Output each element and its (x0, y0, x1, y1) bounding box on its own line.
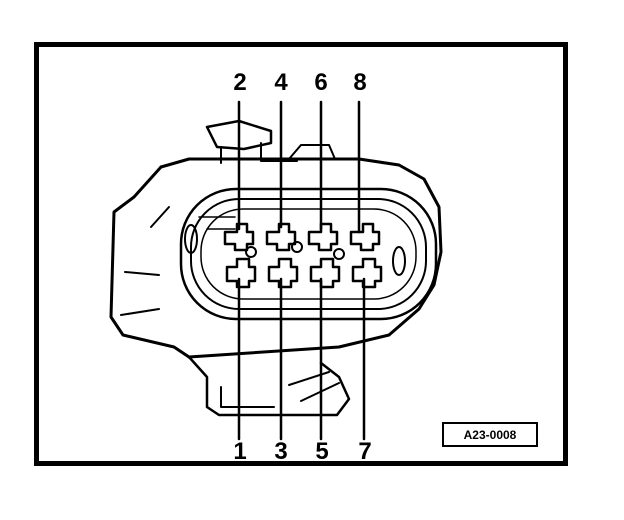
pin-label-7: 7 (358, 438, 372, 465)
pin-label-4: 4 (274, 69, 288, 96)
pin-label-2: 2 (233, 69, 247, 96)
pin-label-5: 5 (315, 438, 329, 465)
pin-label-8: 8 (353, 69, 367, 96)
pin-label-6: 6 (314, 69, 328, 96)
pin-label-1: 1 (233, 438, 247, 465)
connector-8-pin-face-icon (109, 100, 443, 441)
pin-label-3: 3 (274, 438, 288, 465)
diagram-frame: 2 4 6 8 1 3 5 7 A23-0008 (34, 42, 568, 466)
figure-reference: A23-0008 (442, 422, 538, 447)
